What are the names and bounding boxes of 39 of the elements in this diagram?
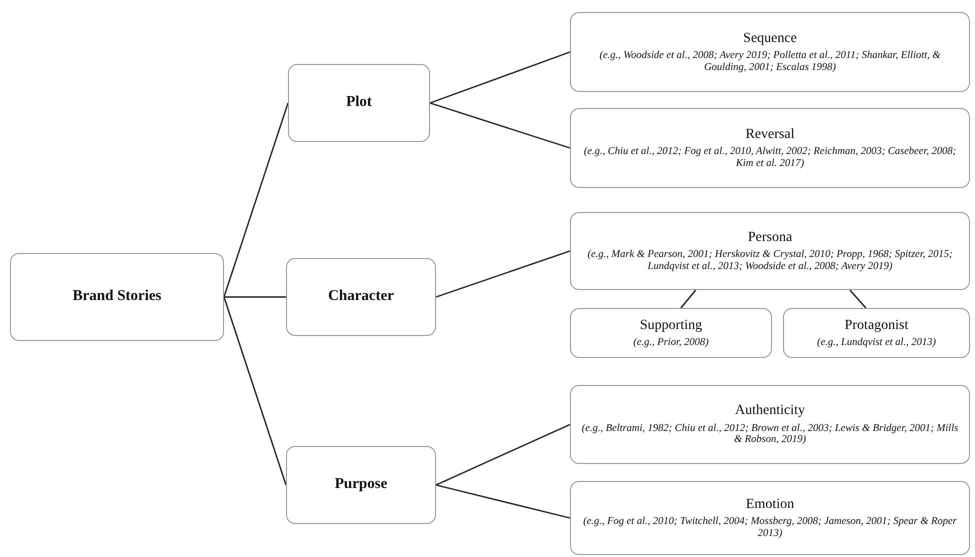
- node-title: Character: [328, 288, 394, 306]
- node-title: Plot: [346, 94, 372, 112]
- citation-text: (e.g., Chiu et al., 2012; Fog et al., 2010, Alwitt, 2002; Reichman, 2003; Casebeer, 2008; Kim et al. 2017): [582, 146, 958, 170]
- node-title: Persona: [748, 230, 792, 246]
- connector-line: [224, 296, 286, 298]
- category-box: [10, 253, 224, 341]
- connector-line: [223, 296, 287, 486]
- node-title: Brand Stories: [72, 288, 162, 306]
- node-title: Emotion: [746, 496, 794, 513]
- connector-line: [436, 424, 570, 486]
- node-title: Protagonist: [844, 318, 908, 334]
- node-title: Sequence: [743, 30, 797, 47]
- citation-text: (e.g., Beltrami, 1982; Chiu et al., 2012; Brown et al., 2003; Lewis & Bridger, 2001; Mills & Robson, 2019): [580, 422, 960, 446]
- category-box: [288, 64, 430, 142]
- connector-line: [430, 51, 570, 104]
- subcategory-box: [570, 385, 970, 464]
- subcategory-box: [570, 12, 970, 92]
- category-box: [286, 258, 436, 336]
- node-title: Authenticity: [735, 403, 805, 420]
- subcategory-box: [570, 481, 970, 555]
- connector-line: [436, 484, 570, 519]
- node-title: Supporting: [640, 318, 702, 334]
- citation-text: (e.g., Mark & Pearson, 2001; Herskovitz & Crystal, 2010; Propp, 1968; Spitzer, 2015; Lundqvist et al., 2013; Woodside et al., 2008; Avery 2019): [586, 249, 954, 272]
- connector-line: [680, 290, 696, 308]
- connector-line: [436, 250, 570, 298]
- connector-line: [849, 290, 866, 308]
- connector-line: [430, 102, 570, 149]
- category-box: [286, 446, 436, 524]
- subcategory-box: [783, 308, 970, 358]
- citation-text: (e.g., Lundqvist et al., 2013): [817, 336, 936, 348]
- connector-line: [223, 102, 289, 298]
- subcategory-box: [570, 108, 970, 188]
- node-title: Purpose: [334, 476, 388, 494]
- subcategory-box: [570, 308, 772, 358]
- node-title: Reversal: [746, 126, 794, 143]
- subcategory-box: [570, 212, 970, 290]
- citation-text: (e.g., Fog et al., 2010; Twitchell, 2004; Mossberg, 2008; Jameson, 2001; Spear & Roper 2013): [582, 516, 958, 540]
- citation-text: (e.g., Woodside et al., 2008; Avery 2019; Polletta et al., 2011; Shankar, Elliott, & Goulding, 2001; Escalas 1998): [598, 50, 942, 74]
- citation-text: (e.g., Prior, 2008): [633, 336, 709, 348]
